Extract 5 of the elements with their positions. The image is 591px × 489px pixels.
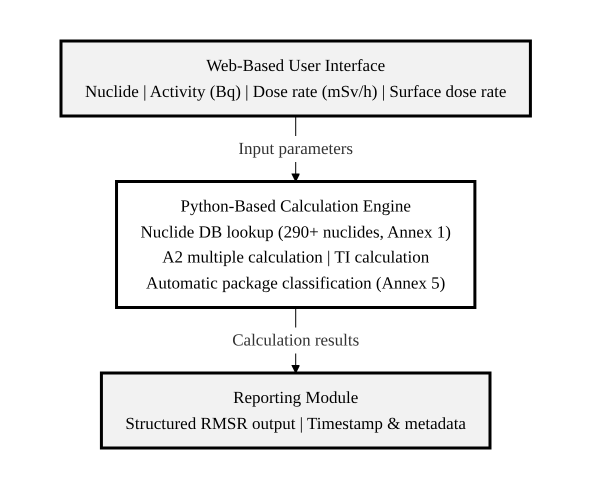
node-box: Reporting Module Structured RMSR output | Timestamp & metadata: [100, 372, 492, 450]
edge-label: Calculation results: [232, 330, 360, 350]
node-box: Web-Based User Interface Nuclide | Activity (Bq) | Dose rate (mSv/h) | Surface dose rate: [59, 40, 532, 118]
node-box: Python-Based Calculation Engine Nuclide DB lookup (290+ nuclides, Annex 1) A2 multiple calculation | TI calculation Automatic package classification (Annex 5): [114, 180, 476, 309]
edge-label: Input parameters: [238, 139, 353, 158]
